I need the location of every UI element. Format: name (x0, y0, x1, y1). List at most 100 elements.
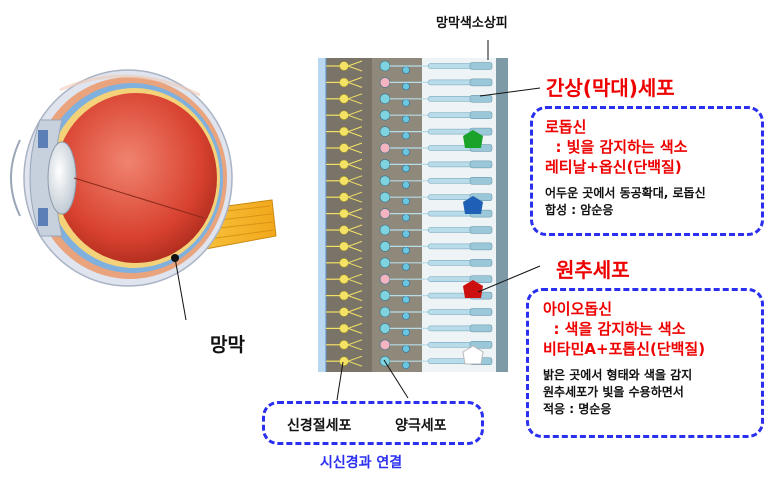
ganglion-dendrite (347, 60, 363, 72)
ganglion-cell (339, 126, 349, 137)
rod-outer-segment (469, 78, 493, 87)
horizontal-cell (402, 66, 410, 74)
ganglion-cell (339, 356, 349, 367)
rod-pigment-name: 로돕신 (545, 118, 587, 136)
cone-cell-title: 원추세포 (556, 258, 630, 282)
horizontal-cell (402, 99, 410, 107)
ganglion-dendrite (347, 339, 363, 351)
rod-outer-segment (469, 259, 493, 267)
rod-outer-segment (469, 160, 493, 169)
bipolar-cell (379, 126, 391, 137)
bipolar-cell (379, 323, 391, 334)
ganglion-cell (339, 290, 349, 301)
cone-adaptation-line2: 원추세포가 빛을 수용하면서 (543, 385, 684, 399)
ganglion-dendrite (347, 109, 363, 121)
rod-outer-segment (469, 62, 493, 70)
eye-cross-section (10, 69, 277, 321)
horizontal-cell (402, 246, 410, 255)
rod-adaptation-line2: 합성 : 암순응 (545, 203, 614, 217)
horizontal-cell (402, 213, 410, 222)
horizontal-cell (402, 131, 410, 140)
horizontal-cell (402, 197, 410, 205)
horizontal-cell (402, 164, 410, 173)
rod-outer-segment (469, 324, 493, 333)
bipolar-cell (379, 306, 391, 318)
rod-info-box: 로돕신 : 빛을 감지하는 색소 레티날+옵신(단백질) 어두운 곳에서 동공확… (530, 106, 764, 236)
bipolar-cell-label: 양극세포 (395, 418, 447, 434)
rod-outer-segment (469, 95, 493, 103)
bipolar-cell (379, 159, 391, 170)
horizontal-cell (402, 82, 410, 91)
ganglion-cell (339, 94, 349, 104)
bipolar-cell (379, 208, 391, 219)
ganglion-cell (339, 307, 349, 317)
ganglion-dendrite (347, 322, 363, 334)
bipolar-cell (379, 109, 391, 121)
cone-pigment-name: 아이오돕신 (543, 300, 613, 318)
ganglion-cell (339, 61, 349, 71)
ganglion-cell (339, 323, 349, 334)
optic-nerve-caption: 시신경과 연결 (320, 455, 403, 471)
rod-outer-segment (469, 177, 493, 185)
ganglion-cell (339, 257, 349, 268)
horizontal-cell (402, 181, 410, 189)
horizontal-cell (402, 279, 410, 288)
red-cone-cell (463, 280, 483, 298)
bipolar-cell (379, 142, 391, 154)
horizontal-cell (402, 344, 410, 353)
rod-outer-segment (469, 341, 493, 349)
horizontal-cell (402, 230, 410, 238)
retina-label: 망막 (210, 334, 245, 356)
rod-cell-title: 간상(막대)세포 (546, 76, 675, 100)
horizontal-cell (402, 328, 410, 337)
retina-pointer-line (174, 257, 187, 321)
bipolar-cell (379, 60, 391, 72)
cone-pigment-desc: : 색을 감지하는 색소 (543, 320, 686, 338)
rod-outer-segment (469, 308, 493, 316)
ganglion-dendrite (347, 290, 363, 302)
bipolar-cell (379, 241, 391, 252)
ganglion-dendrite (347, 175, 363, 187)
bipolar-cell (379, 175, 391, 187)
ganglion-dendrite (347, 142, 363, 154)
blue-cone-cell (463, 196, 483, 214)
rod-outer-segment (469, 275, 493, 283)
horizontal-cell (402, 361, 410, 370)
horizontal-cell (402, 262, 410, 271)
ganglion-cell (339, 339, 349, 350)
ganglion-cell (339, 143, 349, 153)
ganglion-dendrite (347, 306, 363, 318)
green-cone-cell (463, 130, 483, 148)
ganglion-cell (339, 241, 349, 252)
rod-outer-segment (469, 111, 493, 119)
bipolar-cell (379, 257, 391, 269)
ganglion-dendrite (347, 191, 363, 203)
rod-adaptation-line1: 어두운 곳에서 동공확대, 로돕신 (545, 186, 706, 200)
ganglion-dendrite (347, 355, 363, 367)
cone-adaptation-line1: 밝은 곳에서 형태와 색을 감지 (543, 368, 693, 382)
ganglion-dendrite (347, 240, 363, 252)
bipolar-cell (379, 273, 391, 285)
ganglion-dendrite (347, 273, 363, 285)
ganglion-dendrite (347, 257, 363, 269)
white-cone-cell (462, 345, 484, 365)
rod-outer-segment (469, 242, 493, 251)
ganglion-cell (339, 225, 349, 235)
ganglion-cell (339, 274, 349, 285)
cone-info-box: 아이오돕신 : 색을 감지하는 색소 비타민A+포톱신(단백질) 밝은 곳에서 … (526, 288, 764, 438)
ganglion-dendrite (347, 93, 363, 105)
ganglion-cell (339, 208, 349, 219)
horizontal-cell (402, 115, 410, 123)
pigment-epithelium-label: 망막색소상피 (436, 16, 508, 31)
ganglion-dendrite (347, 224, 363, 236)
lens (47, 141, 77, 215)
ganglion-cell (339, 110, 349, 120)
cell-names-box: 신경절세포 양극세포 (262, 401, 484, 445)
cone-pigment-composition: 비타민A+포톱신(단백질) (543, 340, 706, 358)
ganglion-cell (339, 192, 349, 202)
bipolar-cell (379, 77, 391, 88)
horizontal-cell (402, 312, 410, 320)
ganglion-cell (339, 77, 349, 88)
rod-pigment-composition: 레티날+옵신(단백질) (545, 158, 682, 176)
